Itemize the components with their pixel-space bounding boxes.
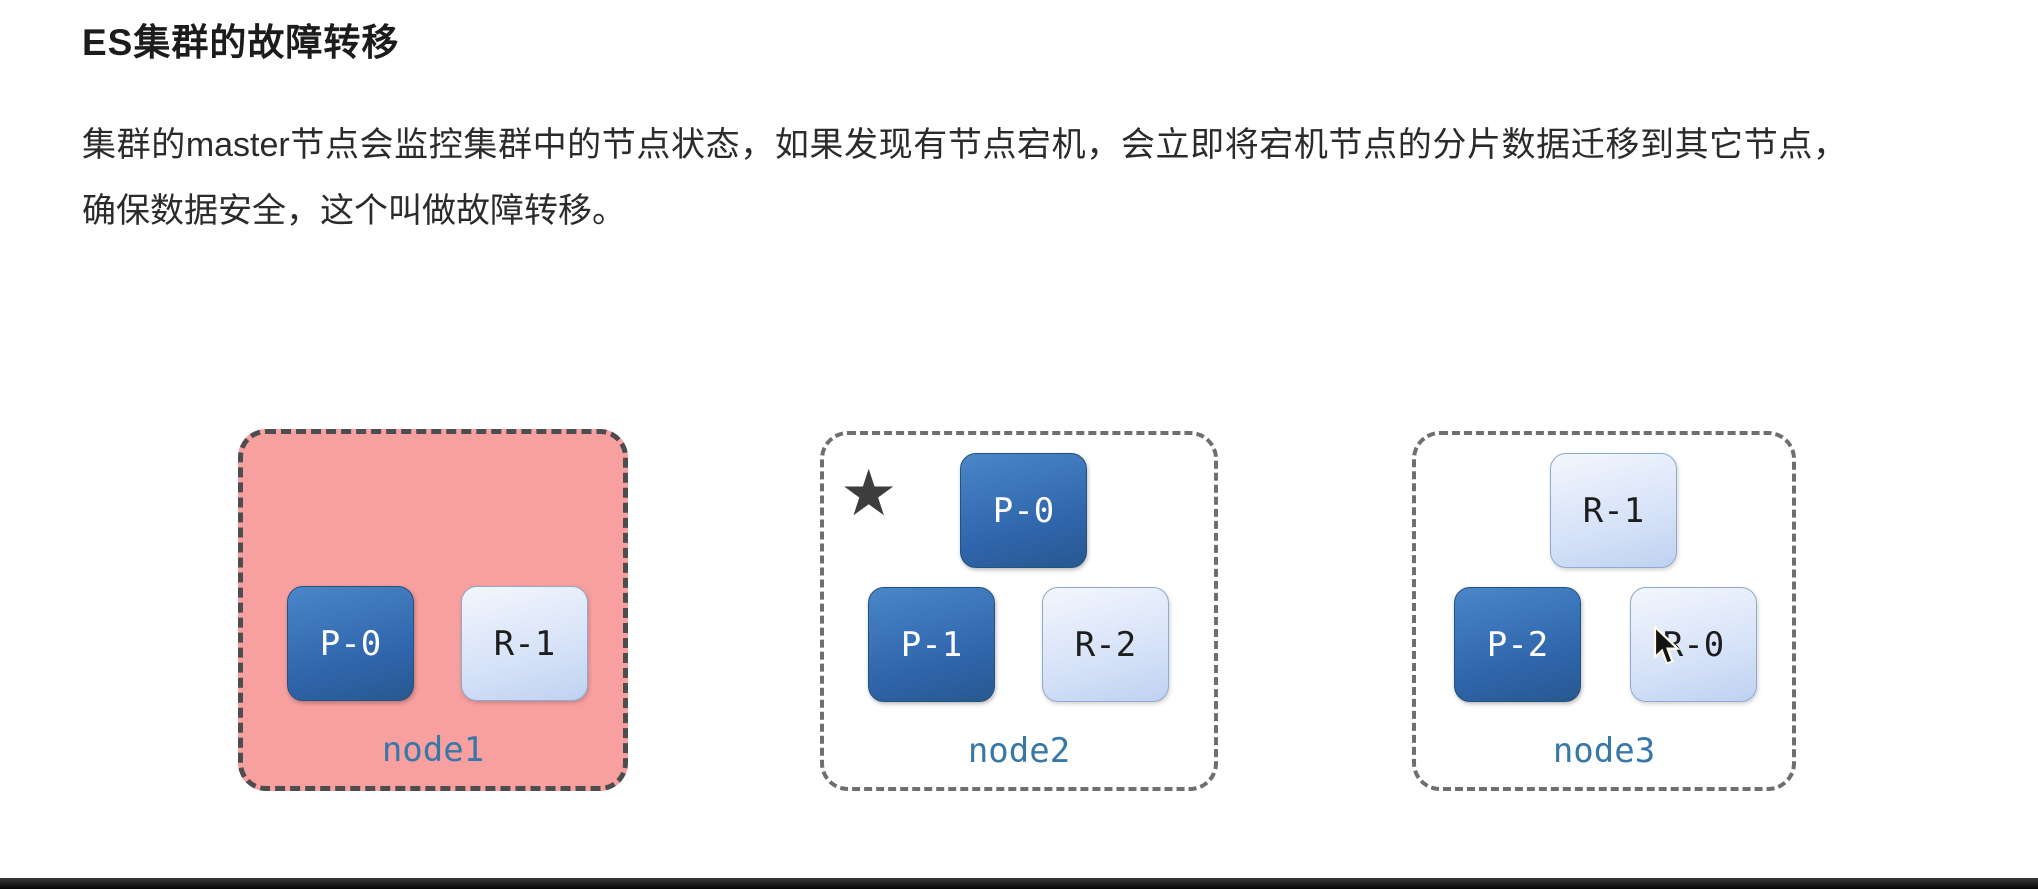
node3-shard-r0: R-0 [1630, 587, 1757, 702]
intro-paragraph: 集群的master节点会监控集群中的节点状态，如果发现有节点宕机，会立即将宕机节… [82, 126, 1847, 230]
node3-shard-r1: R-1 [1550, 453, 1677, 568]
node2-shard-r2: R-2 [1042, 587, 1169, 702]
node1-shard-p0: P-0 [287, 586, 414, 701]
page-title: ES集群的故障转移 [82, 22, 400, 63]
bottom-bar [0, 878, 2038, 889]
node1-label: node1 [381, 730, 485, 770]
node3-label: node3 [1552, 731, 1656, 771]
node2-box: ★ P-0 P-1 R-2 node2 [820, 431, 1218, 791]
node2-shard-p1: P-1 [868, 587, 995, 702]
node3-box: R-1 P-2 R-0 node3 [1412, 431, 1796, 791]
node2-shard-p0: P-0 [960, 453, 1087, 568]
master-star-icon: ★ [840, 457, 898, 529]
node1-shard-r1: R-1 [461, 586, 588, 701]
node3-shard-p2: P-2 [1454, 587, 1581, 702]
node2-label: node2 [967, 731, 1071, 771]
mouse-cursor-icon [1653, 626, 1681, 666]
node1-box: P-0 R-1 node1 [238, 429, 628, 791]
